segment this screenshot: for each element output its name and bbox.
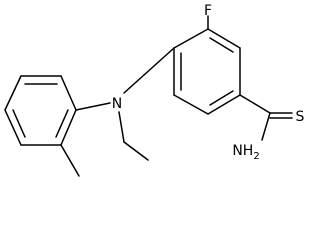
ring-bond [173, 94, 209, 115]
ring-bond [60, 109, 77, 146]
tolyl-ring [4, 75, 77, 146]
ring-double-bond [55, 109, 69, 138]
amine-label: NH2 [232, 143, 259, 162]
ethyl-bond [123, 141, 149, 161]
sulfur-label: S [296, 109, 305, 125]
n-aryl-bond [75, 102, 111, 111]
molecule-drawing: F N S NH2 [4, 3, 305, 177]
ring-bond [173, 28, 209, 49]
methyl-bond [60, 144, 80, 177]
n-ethyl-bond [118, 111, 125, 143]
ring-double-bond [12, 109, 26, 138]
nitrogen-label: N [112, 96, 122, 112]
fluorine-label: F [204, 3, 212, 19]
structure-canvas: F N S NH2 [4, 3, 305, 177]
ring-bond [4, 109, 22, 146]
ring-bond [207, 94, 241, 115]
ring-c-thioamide-bond [239, 94, 271, 114]
ch2-n-bond [123, 74, 145, 94]
ring-bond [4, 75, 22, 111]
ring-ch2-bond [143, 47, 175, 76]
ring-double-bond [209, 90, 234, 106]
benzamide-ring [173, 28, 241, 115]
ring-double-bond [209, 37, 234, 53]
ring-bond [60, 75, 77, 111]
c-n-bond [261, 112, 271, 141]
ring-bond [207, 28, 241, 49]
